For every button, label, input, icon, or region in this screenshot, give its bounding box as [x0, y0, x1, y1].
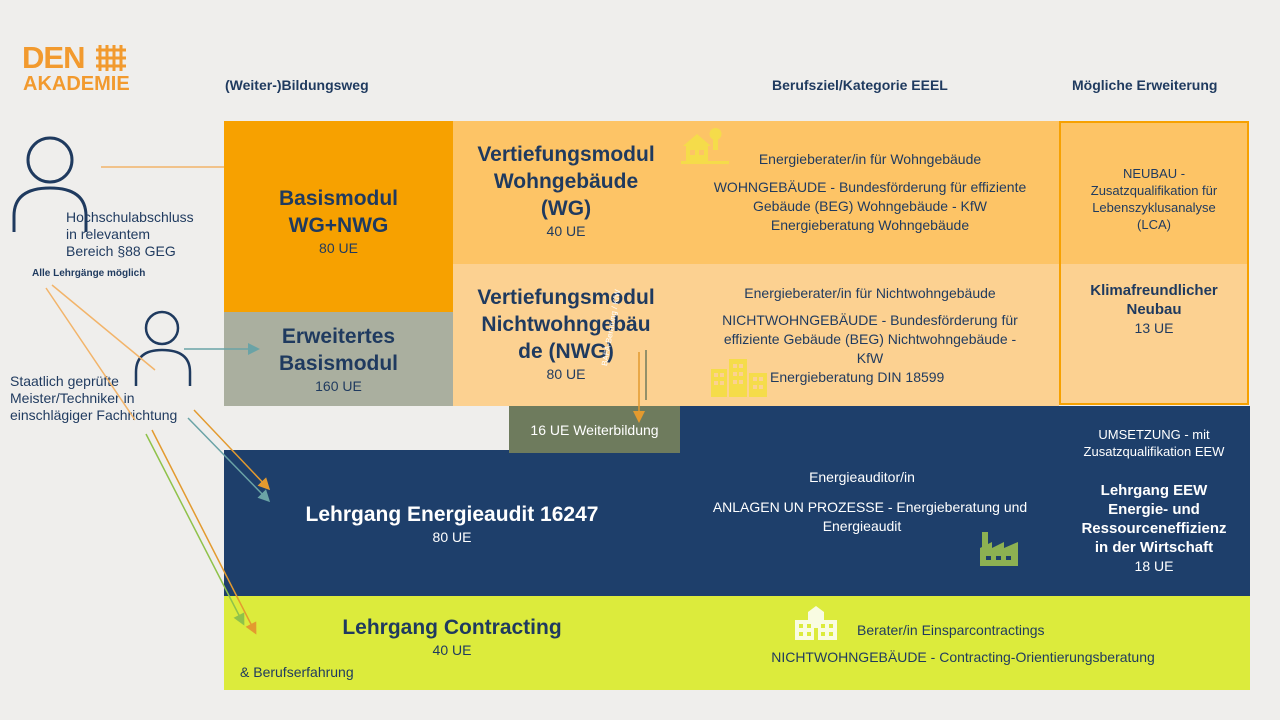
extension-umsetzung-line-2: Zusatzqualifikation EEW [1083, 444, 1225, 459]
goal-wg: Energieberater/in für Wohngebäude WOHNGE… [681, 150, 1059, 235]
erweitertes-basismodul-title-1: Erweitertes [281, 325, 396, 348]
basismodul-title-1: Basismodul [278, 186, 399, 210]
goal-audit: Energieauditor/in ANLAGEN UN PROZESSE - … [681, 468, 1059, 536]
extension-eew-title-1: Lehrgang EEW [1100, 482, 1208, 499]
goal-wg-heading: Energieberater/in für Wohngebäude [758, 151, 982, 167]
extension-klima-title-1: Klimafreundlicher [1090, 282, 1218, 299]
weiterbildung-label: 16 UE Weiterbildung [530, 421, 659, 438]
energieaudit-ue: 80 UE [432, 528, 472, 545]
logo-text-akademie: AKADEMIE [23, 73, 130, 95]
public-building-icon [795, 606, 837, 640]
extension-eew-title-3: Ressourceneffizienz [1081, 520, 1227, 537]
header-berufsziel: Berufsziel/Kategorie EEEL [772, 77, 948, 93]
goal-nwg-line-2: effiziente Gebäude (BEG) Nichtwohngebäud… [723, 331, 1017, 347]
extension-eew-title-2: Energie- und [1108, 501, 1200, 518]
extension-klima-title-2: Neubau [1126, 301, 1182, 318]
factory-icon [980, 532, 1018, 566]
erweitertes-basismodul-box: Erweitertes Basismodul 160 UE [224, 312, 453, 406]
contracting-title: Lehrgang Contracting [342, 615, 562, 639]
basismodul-box: Basismodul WG+NWG 80 UE [224, 121, 453, 312]
meister-line-1: Staatlich geprüfte [10, 373, 119, 389]
extension-neubau-line-2: Zusatzqualifikation für [1090, 182, 1218, 198]
line-meister-audit-teal [187, 417, 271, 503]
extension-klima: Klimafreundlicher Neubau 13 UE [1059, 264, 1249, 354]
vertiefungsmodul-wg-title-2: Wohngebäude [493, 170, 639, 193]
goal-contracting-heading: Berater/in Einsparcontractings [857, 622, 1045, 638]
vertiefungsmodul-wg-title-3: (WG) [540, 197, 592, 220]
header-bildungsweg: (Weiter-)Bildungsweg [225, 77, 369, 93]
line-meister-contracting-orange [151, 429, 257, 635]
wg-row-background [453, 121, 1059, 264]
hochschule-text: Hochschulabschluss in relevantem Bereich… [66, 209, 194, 260]
goal-wg-line-1: WOHNGEBÄUDE - Bundesförderung für effizi… [713, 179, 1027, 195]
line-hochschule-meister [51, 284, 156, 371]
vertiefungsmodul-wg-title-1: Vertiefungsmodul [477, 143, 655, 166]
energieaudit-box: Lehrgang Energieaudit 16247 80 UE [224, 450, 680, 596]
meister-line-3: einschlägiger Fachrichtung [10, 407, 178, 423]
extension-umsetzung-line-1: UMSETZUNG - mit [1098, 427, 1210, 442]
line-hochschule-contracting [45, 287, 136, 421]
hochschule-line-2: in relevantem [66, 226, 151, 242]
extension-neubau: NEUBAU - Zusatzqualifikation für Lebensz… [1059, 121, 1249, 264]
goal-nwg-line-3: KfW [856, 350, 884, 366]
extension-klima-ue: 13 UE [1134, 320, 1174, 336]
extension-neubau-line-4: (LCA) [1137, 216, 1171, 232]
contracting-box: Lehrgang Contracting 40 UE [224, 596, 680, 676]
vertiefungsmodul-nwg-title-2: Nichtwohngebäu [481, 313, 651, 336]
goal-nwg-heading: Energieberater/in für Nichtwohngebäude [744, 285, 996, 301]
vertiefungsmodul-nwg-ue: 80 UE [546, 366, 586, 382]
line-meister-audit-orange [193, 409, 271, 491]
extension-eew: Lehrgang EEW Energie- und Ressourceneffi… [1059, 480, 1249, 576]
hochschule-line-1: Hochschulabschluss [66, 209, 194, 225]
extension-neubau-line-3: Lebenszyklusanalyse [1092, 199, 1216, 215]
berufserfahrung-label: & Berufserfahrung [240, 664, 354, 680]
energieaudit-title: Lehrgang Energieaudit 16247 [305, 502, 599, 526]
erweitertes-basismodul-ue: 160 UE [315, 378, 362, 394]
extension-umsetzung: UMSETZUNG - mit Zusatzqualifikation EEW [1059, 424, 1249, 462]
goal-nwg-line-1: NICHTWOHNGEBÄUDE - Bundesförderung für [722, 312, 1018, 328]
goal-audit-line-2: Energieaudit [822, 518, 902, 534]
basismodul-ue: 80 UE [319, 239, 358, 256]
extension-eew-title-4: in der Wirtschaft [1094, 539, 1214, 556]
vertiefungsmodul-nwg-box: Vertiefungsmodul Nichtwohngebäu de (NWG)… [453, 264, 679, 406]
extension-eew-ue: 18 UE [1134, 558, 1174, 574]
header-erweiterung: Mögliche Erweiterung [1072, 77, 1218, 93]
logo-grid-icon [96, 45, 126, 71]
goal-audit-line-1: ANLAGEN UN PROZESSE - Energieberatung un… [712, 499, 1028, 515]
alle-lehrgaenge-label: Alle Lehrgänge möglich [32, 268, 146, 279]
goal-audit-heading: Energieauditor/in [809, 469, 915, 485]
house-icon [681, 128, 729, 164]
goal-wg-line-2: Gebäude (BEG) Wohngebäude - KfW [753, 198, 987, 214]
goal-wg-line-3: Energieberatung Wohngebäude [770, 217, 970, 233]
erweitertes-basismodul-title-2: Basismodul [278, 352, 399, 375]
office-buildings-icon [711, 359, 767, 397]
extension-neubau-line-1: NEUBAU - [1122, 165, 1186, 181]
person-icon-hochschule [12, 136, 88, 232]
vertiefungsmodul-nwg-title-1: Vertiefungsmodul [477, 286, 655, 309]
contracting-background [224, 596, 1250, 690]
goal-nwg: Energieberater/in für Nichtwohngebäude N… [681, 284, 1059, 368]
goal-contracting-line: NICHTWOHNGEBÄUDE - Contracting-Orientier… [771, 649, 1155, 665]
goal-nwg-extra: Energieberatung DIN 18599 [770, 369, 945, 385]
meister-text: Staatlich geprüfte Meister/Techniker in … [10, 373, 177, 424]
meister-line-2: Meister/Techniker in [10, 390, 135, 406]
logo: DEN AKADEMIE [22, 42, 142, 98]
vertiefungsmodul-wg-ue: 40 UE [546, 223, 586, 239]
extension-klima-background [1061, 264, 1247, 403]
vertiefungsmodul-wg-box: Vertiefungsmodul Wohngebäude (WG) 40 UE [453, 121, 679, 264]
person-icon-meister [134, 310, 192, 386]
logo-text-den: DEN [22, 40, 85, 75]
hochschule-line-3: Bereich §88 GEG [66, 243, 176, 259]
contracting-ue: 40 UE [432, 641, 472, 658]
vertiefungsmodul-nwg-title-3: de (NWG) [518, 340, 614, 363]
basismodul-title-2: WG+NWG [288, 213, 389, 237]
weiterbildung-box: 16 UE Weiterbildung [509, 406, 680, 453]
line-meister-contracting-green [145, 433, 245, 626]
